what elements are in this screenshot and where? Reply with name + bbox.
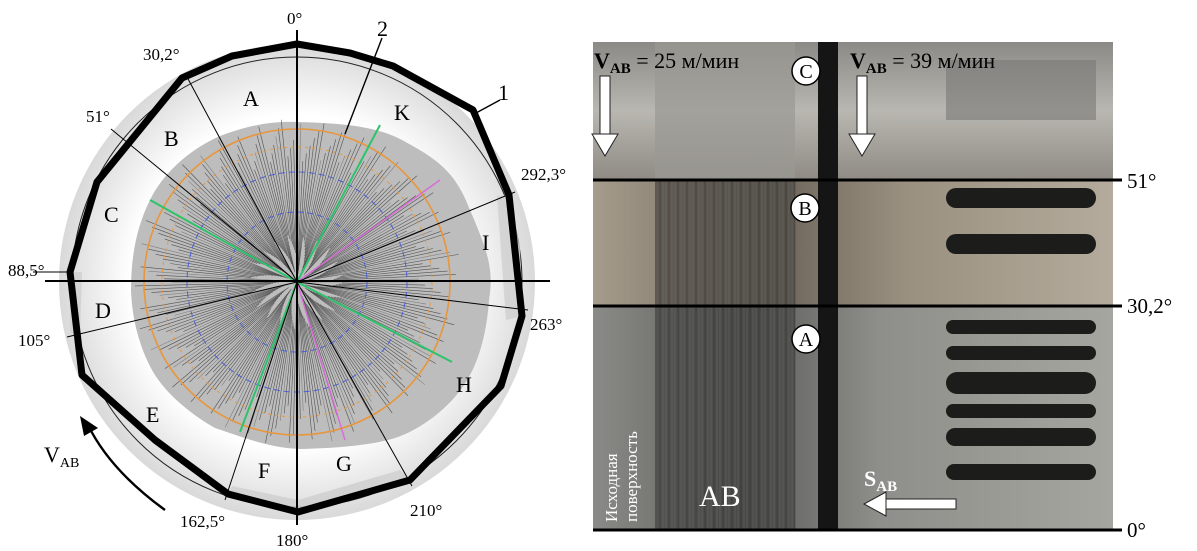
right-track-bars xyxy=(946,188,1096,480)
vab-right-label: VAB = 39 м/мин xyxy=(850,48,995,77)
zone-letter-D: D xyxy=(95,298,111,323)
vertical-text-1: Исходная xyxy=(602,453,621,522)
zone-letter-B: B xyxy=(164,126,179,151)
angle-label-105: 105° xyxy=(18,331,50,350)
svg-text:B: B xyxy=(798,198,811,220)
angle-label-88: 88,5° xyxy=(8,261,45,280)
zone-letter-K: K xyxy=(394,100,410,125)
down-arrow-right xyxy=(848,75,876,157)
line-label-51: 51° xyxy=(1127,169,1156,193)
vab-left-label: VAB = 25 м/мин xyxy=(594,48,739,77)
zone-letter-G: G xyxy=(336,451,352,476)
svg-text:A: A xyxy=(799,329,814,351)
track-left-top xyxy=(655,42,795,180)
circle-label-A: A xyxy=(791,324,821,354)
velocity-label: VAB xyxy=(44,442,79,471)
callout-2-line xyxy=(344,37,383,135)
accent-lines xyxy=(149,124,453,441)
angle-leaders xyxy=(33,76,529,501)
zone-letter-E: E xyxy=(146,402,159,427)
ab-label: AB xyxy=(699,480,741,513)
right-track-top xyxy=(946,60,1096,120)
angle-label-0: 0° xyxy=(287,9,302,28)
angle-label-30: 30,2° xyxy=(143,45,180,64)
sab-label: SAB xyxy=(864,466,897,495)
angle-label-162: 162,5° xyxy=(180,512,225,531)
callout-1-line xyxy=(475,99,501,114)
vertical-text-2: поверхность xyxy=(622,431,641,522)
zone-letter-A: A xyxy=(243,86,259,111)
rotation-arrowhead xyxy=(80,416,98,436)
callout-2: 2 xyxy=(377,16,388,41)
svg-text:C: C xyxy=(799,61,812,83)
track-left-low xyxy=(655,306,795,530)
angle-label-51: 51° xyxy=(86,107,110,126)
polar-diagram: 0° 30,2° 51° 88,5° 105° 162,5° 180° 210°… xyxy=(8,9,566,550)
zone-letter-H: H xyxy=(456,372,472,397)
track-left-mid xyxy=(655,180,795,306)
circle-label-C: C xyxy=(791,56,821,86)
down-arrow-left xyxy=(591,75,619,157)
feed-arrow-left xyxy=(862,491,957,517)
surface-streaks xyxy=(659,180,796,530)
angle-label-210: 210° xyxy=(410,501,442,520)
photo-panel: 51° 30,2° 0° VAB = 25 м/мин VAB = 39 м/м… xyxy=(591,42,1172,542)
zone-letter-I: I xyxy=(482,230,489,255)
line-label-0: 0° xyxy=(1127,518,1146,542)
line-label-30: 30,2° xyxy=(1127,294,1172,318)
center-groove xyxy=(818,42,838,530)
specimen-disc xyxy=(131,121,491,449)
zone-letter-C: C xyxy=(104,202,119,227)
angle-label-292: 292,3° xyxy=(521,165,566,184)
circle-label-B: B xyxy=(790,193,820,223)
rotation-arrow xyxy=(86,424,166,511)
callout-1: 1 xyxy=(498,80,509,105)
angle-label-180: 180° xyxy=(276,531,308,550)
zone-letter-F: F xyxy=(258,458,270,483)
angle-label-263: 263° xyxy=(530,315,562,334)
